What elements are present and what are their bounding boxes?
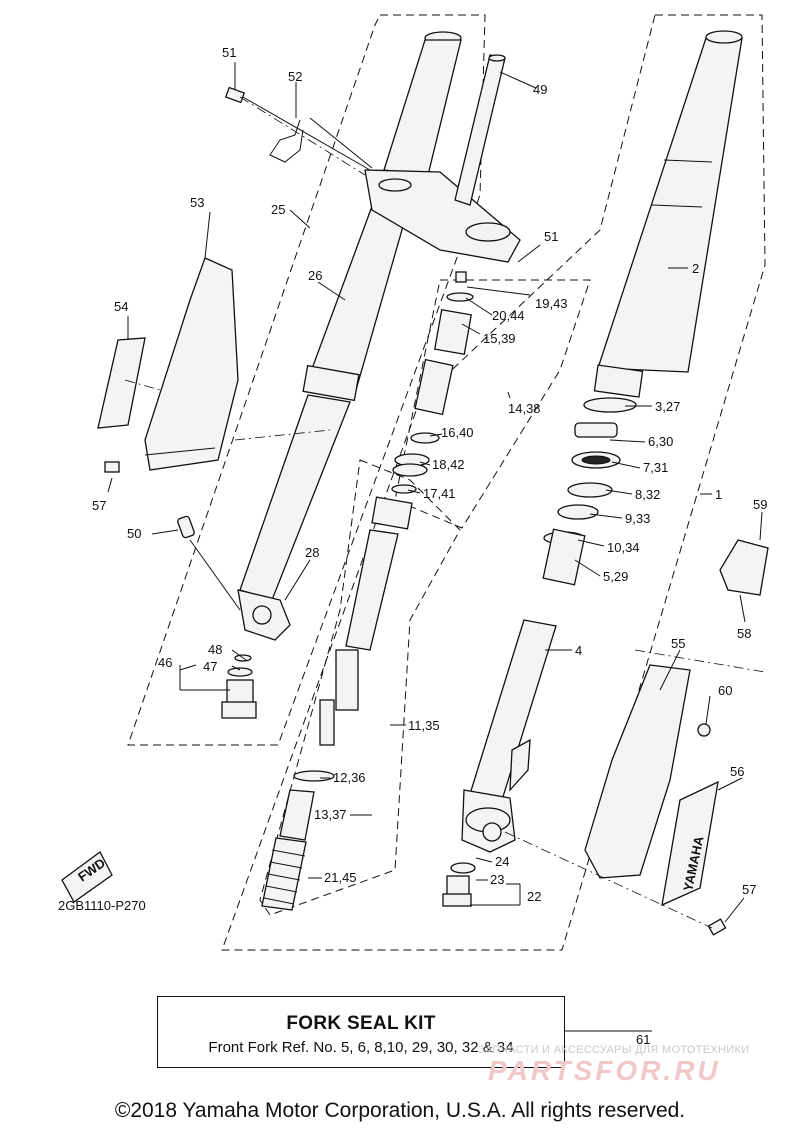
callout-8-32: 8,32 [635, 487, 660, 502]
callout-4: 4 [575, 643, 582, 658]
fork-guard-55 [584, 664, 691, 879]
watermark-tagline: ЗАПЧАСТИ И АКСЕССУАРЫ ДЛЯ МОТОТЕХНИКИ [478, 1044, 750, 1056]
callout-1: 1 [715, 487, 722, 502]
callout-48: 48 [208, 642, 222, 657]
callout-16-40: 16,40 [441, 425, 474, 440]
decal-54 [97, 337, 146, 429]
right-outer-tube-2 [593, 30, 743, 398]
guard-58-59 [719, 539, 769, 596]
fork-seal-kit-box: FORK SEAL KIT Front Fork Ref. No. 5, 6, … [157, 996, 565, 1068]
callout-18-42: 18,42 [432, 457, 465, 472]
callout-51: 51 [222, 45, 236, 60]
right-seal-stack [543, 397, 637, 545]
copyright-notice: ©2018 Yamaha Motor Corporation, U.S.A. A… [114, 1099, 686, 1122]
drawing-code: 2GB1110-P270 [58, 898, 146, 913]
spring-21-45 [261, 789, 315, 911]
callout-7-31: 7,31 [643, 460, 668, 475]
callout-17-41: 17,41 [423, 486, 456, 501]
right-axle-bolt-22 [442, 862, 476, 907]
callout-21-45: 21,45 [324, 870, 357, 885]
callout-57b: 57 [742, 882, 756, 897]
fork-guard-53 [144, 257, 239, 471]
callout-56: 56 [730, 764, 744, 779]
callout-54: 54 [114, 299, 128, 314]
callout-58: 58 [737, 626, 751, 641]
bolt-57a [104, 461, 120, 473]
bolt-57b [707, 918, 727, 936]
assembly-outline-1 [221, 14, 766, 951]
decal-56: YAMAHA [661, 780, 719, 907]
damper-rod-11-35 [293, 496, 413, 782]
callout-52: 52 [288, 69, 302, 84]
callout-3-27: 3,27 [655, 399, 680, 414]
right-inner-tube-4 [461, 528, 586, 853]
callout-12-36: 12,36 [333, 770, 366, 785]
callout-5-29: 5,29 [603, 569, 628, 584]
callout-55: 55 [671, 636, 685, 651]
callout-11-35: 11,35 [408, 718, 440, 733]
left-axle-bolt-46 [221, 654, 257, 719]
kit-subtitle: Front Fork Ref. No. 5, 6, 8,10, 29, 30, … [208, 1039, 514, 1056]
collar-60 [697, 723, 711, 737]
callout-28: 28 [305, 545, 319, 560]
callout-19-43: 19,43 [535, 296, 568, 311]
centerlines [124, 96, 766, 929]
callout-6-30: 6,30 [648, 434, 673, 449]
callout-60: 60 [718, 683, 732, 698]
bolt-50 [177, 515, 195, 539]
callout-15-39: 15,39 [483, 331, 516, 346]
left-outer-tube-26 [237, 31, 462, 641]
callout-9-33: 9,33 [625, 511, 650, 526]
callout-57a: 57 [92, 498, 106, 513]
leader-lines [107, 62, 763, 1032]
callout-2: 2 [692, 261, 699, 276]
fwd-arrow-icon: FWD [61, 851, 113, 903]
bolt-51 [224, 86, 246, 104]
callout-labels: 51 52 49 53 25 51 26 54 2 19,43 20,44 15… [92, 45, 767, 904]
callout-23: 23 [490, 872, 504, 887]
cable-guide-52 [269, 119, 304, 163]
triple-clamp-steering-stem [364, 54, 521, 263]
callout-59: 59 [753, 497, 767, 512]
callout-20-44: 20,44 [492, 308, 525, 323]
callout-49: 49 [533, 82, 547, 97]
callout-46: 46 [158, 655, 172, 670]
callout-24: 24 [495, 854, 509, 869]
callout-10-34: 10,34 [607, 540, 640, 555]
callout-22: 22 [527, 889, 541, 904]
callout-26: 26 [308, 268, 322, 283]
callout-25: 25 [271, 202, 285, 217]
watermark-logo: PARTSFOR.RU [488, 1055, 721, 1086]
callout-50: 50 [127, 526, 141, 541]
callout-47: 47 [203, 659, 217, 674]
assembly-outline-25 [127, 14, 486, 746]
callout-61: 61 [636, 1032, 651, 1047]
kit-title: FORK SEAL KIT [286, 1013, 436, 1034]
callout-51b: 51 [544, 229, 558, 244]
callout-53: 53 [190, 195, 204, 210]
callout-14-38: 14,38 [508, 401, 541, 416]
callout-13-37: 13,37 [314, 807, 347, 822]
